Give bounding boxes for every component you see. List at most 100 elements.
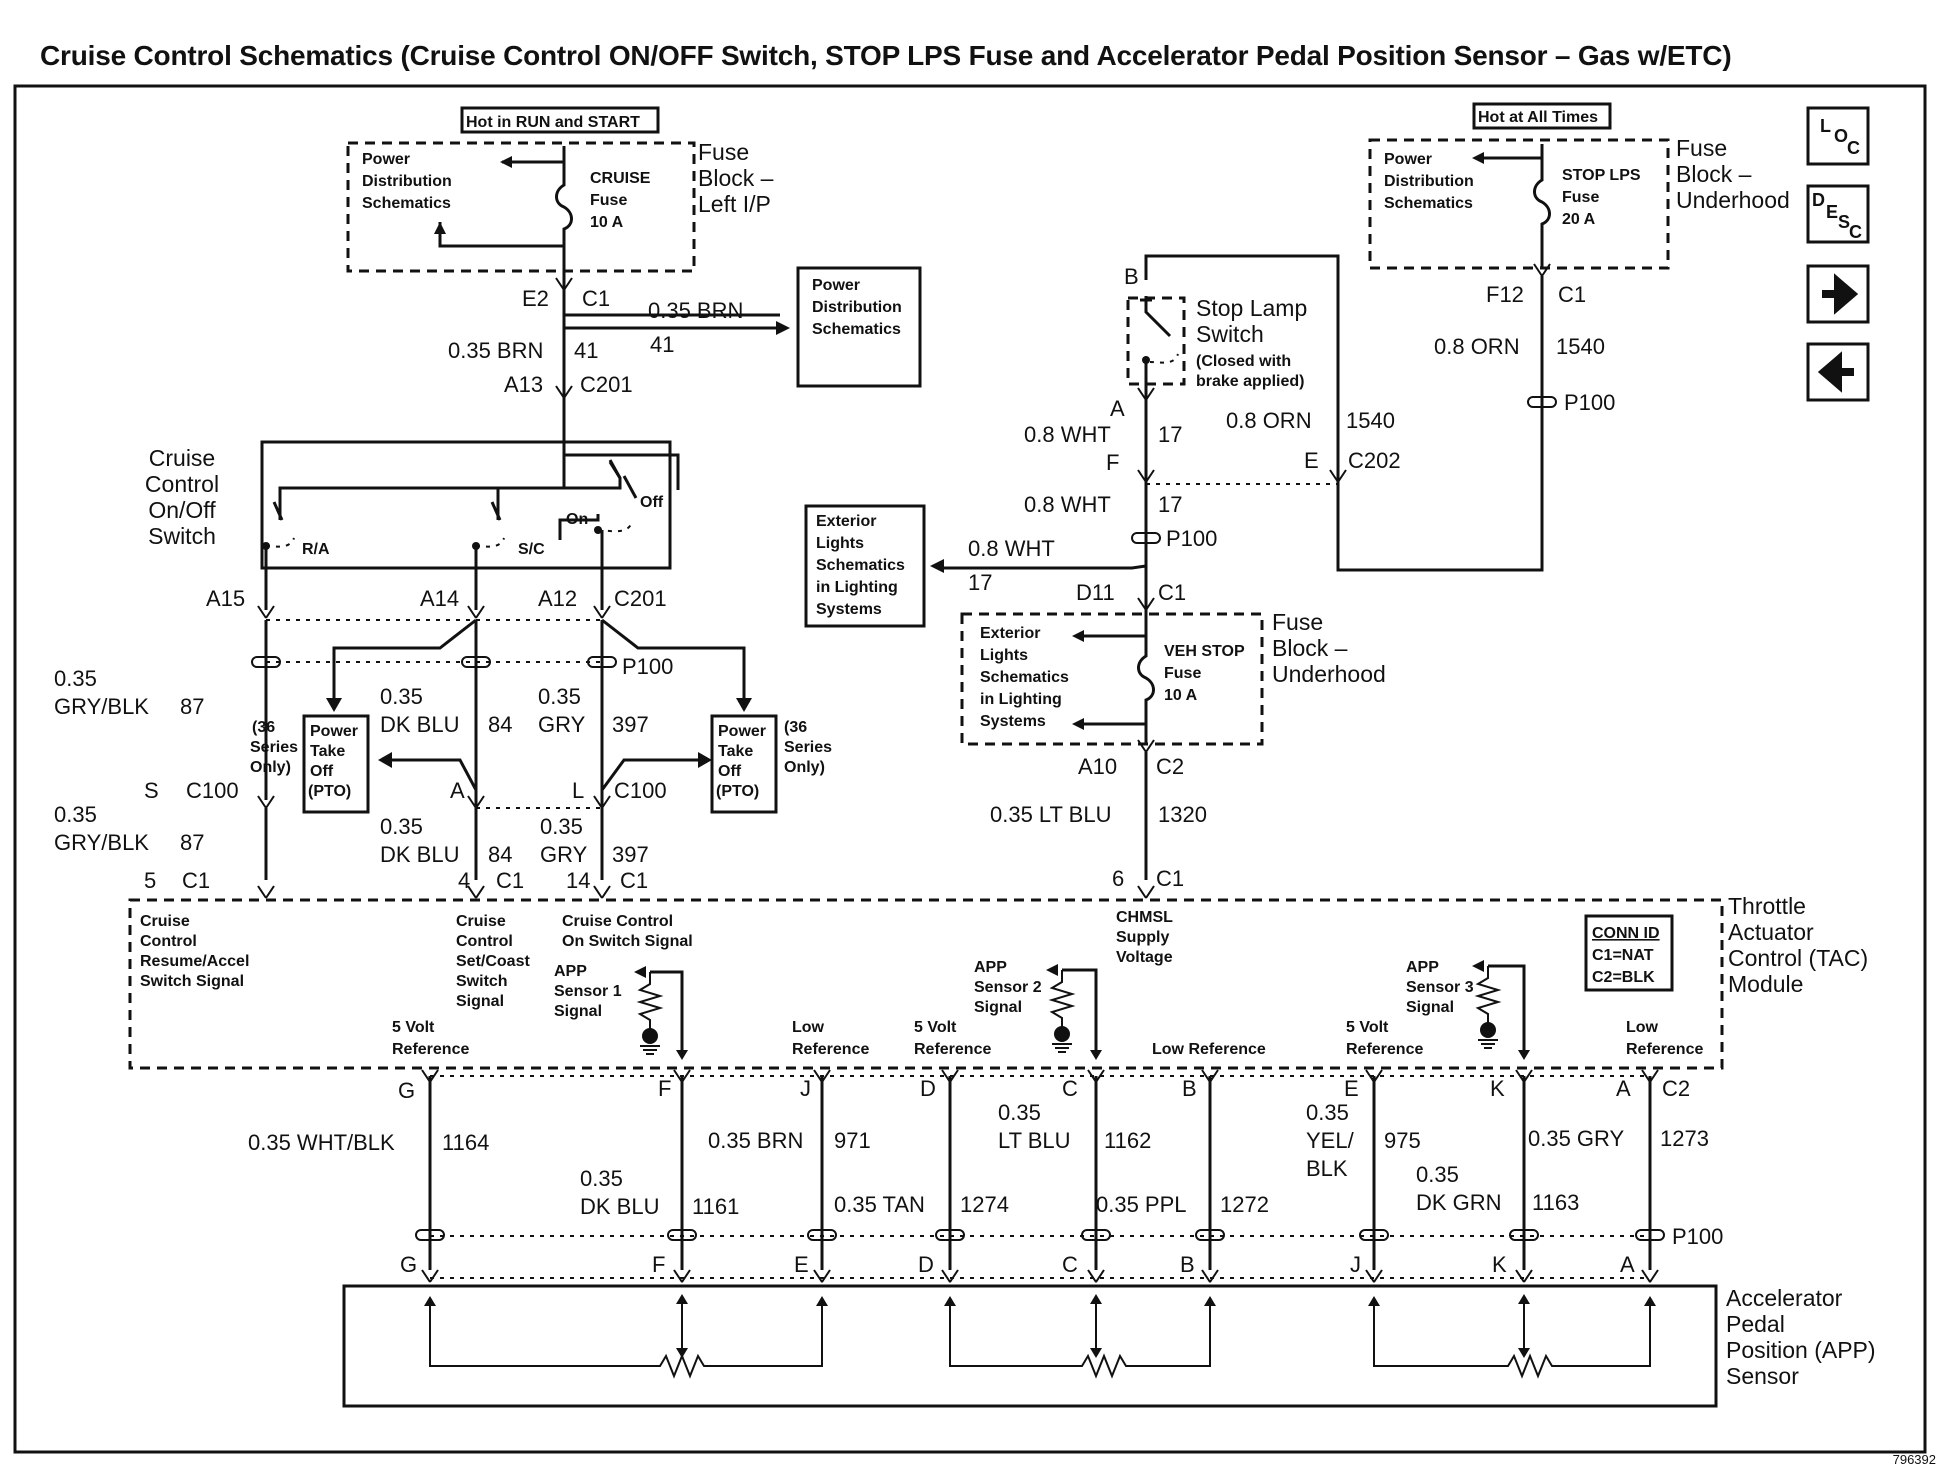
stop-lamp-note-1: (Closed with (1196, 353, 1291, 370)
w87-circ: 87 (180, 694, 204, 719)
chmsl-3: Voltage (1116, 949, 1173, 966)
tac-name-2: Actuator (1728, 919, 1814, 945)
conn-c1-left: C1 (582, 286, 610, 311)
next-arrow-button[interactable] (1806, 264, 1870, 324)
pto-note-left-1: (36 (252, 719, 275, 736)
pin-a15: A15 (206, 586, 245, 611)
figure-id: 796392 (1892, 1452, 1936, 1467)
cruise-fuse-word: Fuse (590, 192, 627, 209)
circ-17-b: 17 (1158, 492, 1182, 517)
w975-gauge: 0.35 (1306, 1100, 1349, 1125)
c1273: 1273 (1660, 1126, 1709, 1151)
off-label: Off (640, 494, 664, 511)
w1164: 0.35 WHT/BLK (248, 1130, 395, 1155)
c1-pin-5: 5 (144, 868, 156, 893)
app-pin-g: G (400, 1252, 417, 1277)
ext-up-4: in Lighting (816, 579, 898, 596)
w1163-gauge: 0.35 (1416, 1162, 1459, 1187)
app-name-4: Sensor (1726, 1363, 1799, 1389)
loc-button[interactable]: L O C (1806, 106, 1870, 166)
wire-035-brn-branch: 0.35 BRN (648, 298, 743, 323)
fuse-block-label-2: Block – (698, 165, 774, 191)
conn-c2-a10: C2 (1156, 754, 1184, 779)
stop-lamp-pin-a: A (1110, 396, 1125, 421)
switch-name-2: Control (145, 471, 219, 497)
pds-label-3: Schematics (362, 195, 451, 212)
pds-box: Power Distribution Schematics (796, 266, 922, 388)
stop-lps-fuse-rating: 20 A (1562, 211, 1596, 228)
exterior-lights-box-upper: Exterior Lights Schematics in Lighting S… (804, 504, 926, 628)
tac-name-3: Control (TAC) (1728, 945, 1868, 971)
back-arrow-button[interactable] (1806, 342, 1870, 402)
pto-note-right-2: Series (784, 739, 832, 756)
switch-name-1: Cruise (149, 445, 215, 471)
pto-box-right: Power Take Off (PTO) (36 Series Only) (710, 714, 832, 814)
rpds-2: Distribution (1384, 173, 1474, 190)
svg-text:C: C (1847, 138, 1860, 158)
hot-all-times-label: Hot at All Times (1478, 109, 1598, 126)
w1272: 0.35 PPL (1096, 1192, 1187, 1217)
app-pin-a: A (1620, 1252, 1635, 1277)
stop-lamp-pin-b: B (1124, 264, 1139, 289)
w87-color: GRY/BLK (54, 694, 149, 719)
chmsl-2: Supply (1116, 929, 1169, 946)
w1162-color: LT BLU (998, 1128, 1071, 1153)
pin-d11: D11 (1076, 580, 1115, 605)
c1-pin-6: 6 (1112, 866, 1124, 891)
pin-a13: A13 (504, 372, 543, 397)
w975-color: YEL/ (1306, 1128, 1355, 1153)
app2-2: Sensor 2 (974, 979, 1042, 996)
pto-right-2: Take (718, 743, 753, 760)
sig-setcoast-3: Set/Coast (456, 953, 530, 970)
w397-gauge: 0.35 (538, 684, 581, 709)
svg-text:L: L (1820, 116, 1831, 136)
pin-f12: F12 (1486, 282, 1524, 307)
pto-note-left-2: Series (250, 739, 298, 756)
app1-1: APP (554, 963, 587, 980)
app-pin-f: F (652, 1252, 665, 1277)
w1274: 0.35 TAN (834, 1192, 925, 1217)
pto-left-2: Take (310, 743, 345, 760)
tac-pin-a: A (1616, 1076, 1631, 1101)
conn-c201-bottom: C201 (614, 586, 667, 611)
w397b-color: GRY (540, 842, 588, 867)
ext-up-2: Lights (816, 535, 864, 552)
w84b-gauge: 0.35 (380, 814, 423, 839)
bottom-wire-labels: 0.35 WHT/BLK 1164 0.35 DK BLU 1161 0.35 … (248, 1100, 1709, 1219)
c1164: 1164 (442, 1130, 489, 1155)
ra-label: R/A (302, 541, 330, 558)
c1-left-b: C1 (496, 868, 524, 893)
w971: 0.35 BRN (708, 1128, 803, 1153)
p100-right: P100 (1564, 390, 1615, 415)
pto-note-left-3: Only) (250, 759, 291, 776)
app-connector-pins: G F E D C B J K A (400, 1252, 1635, 1277)
app-pin-k: K (1492, 1252, 1507, 1277)
cruise-fuse-label: CRUISE (590, 170, 651, 187)
w397-circ: 397 (612, 712, 649, 737)
sig-setcoast-1: Cruise (456, 913, 506, 930)
conn-id-title: CONN ID (1592, 925, 1660, 942)
wire-08-orn-top: 0.8 ORN (1434, 334, 1520, 359)
wire-035-brn: 0.35 BRN (448, 338, 543, 363)
pds-box-1: Power (812, 277, 860, 294)
rblock-1: Fuse (1676, 135, 1727, 161)
circ-17-c: 17 (968, 570, 992, 595)
app1-2: Sensor 1 (554, 983, 622, 1000)
ext-in-4: in Lighting (980, 691, 1062, 708)
hot-run-start-label: Hot in RUN and START (466, 114, 640, 131)
app-name-2: Pedal (1726, 1311, 1785, 1337)
desc-button[interactable]: D E S C (1806, 184, 1870, 244)
sig-resume-1: Cruise (140, 913, 190, 930)
p100-upper-left: P100 (622, 654, 673, 679)
p100-stop: P100 (1166, 526, 1217, 551)
pds-box-2: Distribution (812, 299, 902, 316)
tac-pin-d: D (920, 1076, 936, 1101)
circ-17-a: 17 (1158, 422, 1182, 447)
ext-in-3: Schematics (980, 669, 1069, 686)
tac-module: Throttle Actuator Control (TAC) Module C… (128, 893, 1868, 1070)
c100-right: C100 (614, 778, 667, 803)
w397-color: GRY (538, 712, 586, 737)
switch-name-3: On/Off (148, 497, 216, 523)
tac-pin-b: B (1182, 1076, 1197, 1101)
